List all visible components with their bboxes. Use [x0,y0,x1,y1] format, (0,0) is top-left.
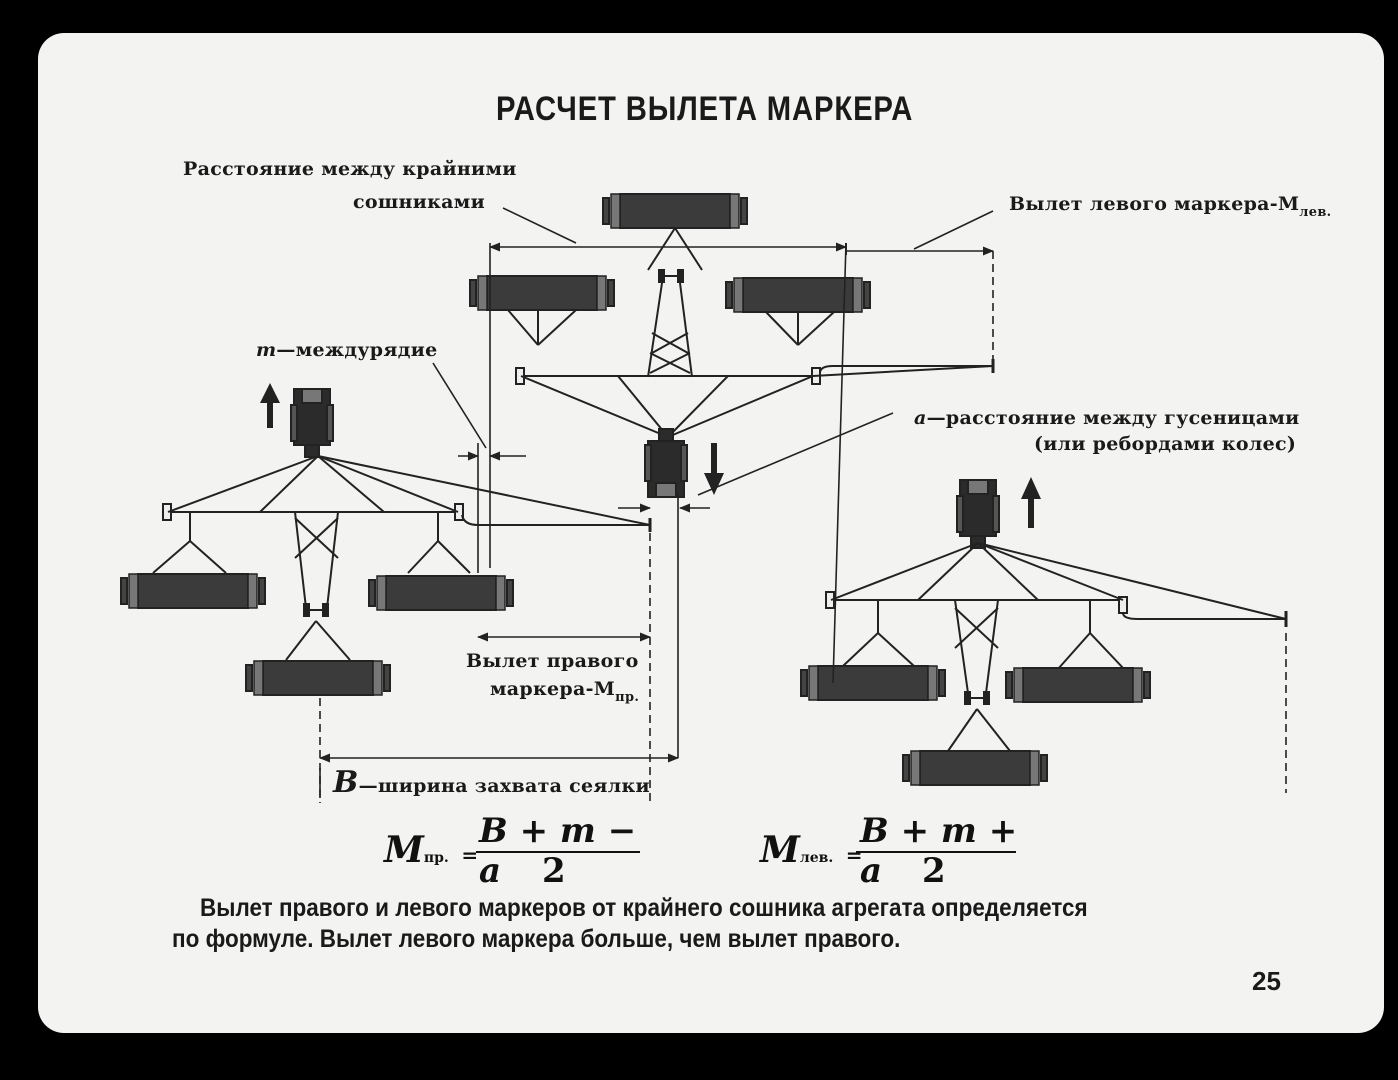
label-right-marker-2: маркера-Мпр. [490,678,640,705]
caption-line-2: по формуле. Вылет левого маркера больше,… [172,925,901,953]
label-right-marker-1: Вылет правого [466,650,639,672]
left-drill-3 [245,660,391,696]
caption-line-1: Вылет правого и левого маркеров от крайн… [200,894,1088,922]
slide: РАСЧЕТ ВЫЛЕТА МАРКЕРА Расстояние между к… [38,33,1384,1033]
right-unit [800,477,1288,786]
right-drill-2 [1005,667,1151,703]
page-number: 25 [1252,966,1281,996]
formula-right-marker: Mпр. = B + m − a 2 [384,811,644,891]
label-track-distance-1: a—расстояние между гусеницами [914,407,1300,429]
right-drill-1 [800,665,946,701]
label-left-marker: Вылет левого маркера-Млев. [1009,193,1332,220]
label-width: B—ширина захвата сеялки [333,765,650,800]
marker-diagram [120,193,1288,803]
left-tractor-icon [290,388,334,458]
right-tractor-icon [956,479,1000,549]
center-tractor-icon [644,428,688,498]
left-unit [120,383,652,696]
label-coulter-distance-1: Расстояние между крайними [183,158,517,180]
left-drill-1 [120,573,266,609]
right-drill-3 [902,750,1048,786]
label-row-spacing: m—междурядие [256,339,438,361]
formula-left-marker: Mлев. = B + m + a 2 [760,811,1018,891]
left-drill-2 [368,575,514,611]
label-track-distance-2: (или ребордами колес) [1034,433,1297,455]
center-drill-left [469,275,615,311]
dimension-lines [318,207,1287,803]
center-drill-top [602,193,748,229]
label-coulter-distance-2: сошниками [353,191,485,213]
page-title: РАСЧЕТ ВЫЛЕТА МАРКЕРА [496,90,914,128]
center-drill-right [725,277,871,313]
center-unit [469,193,995,498]
